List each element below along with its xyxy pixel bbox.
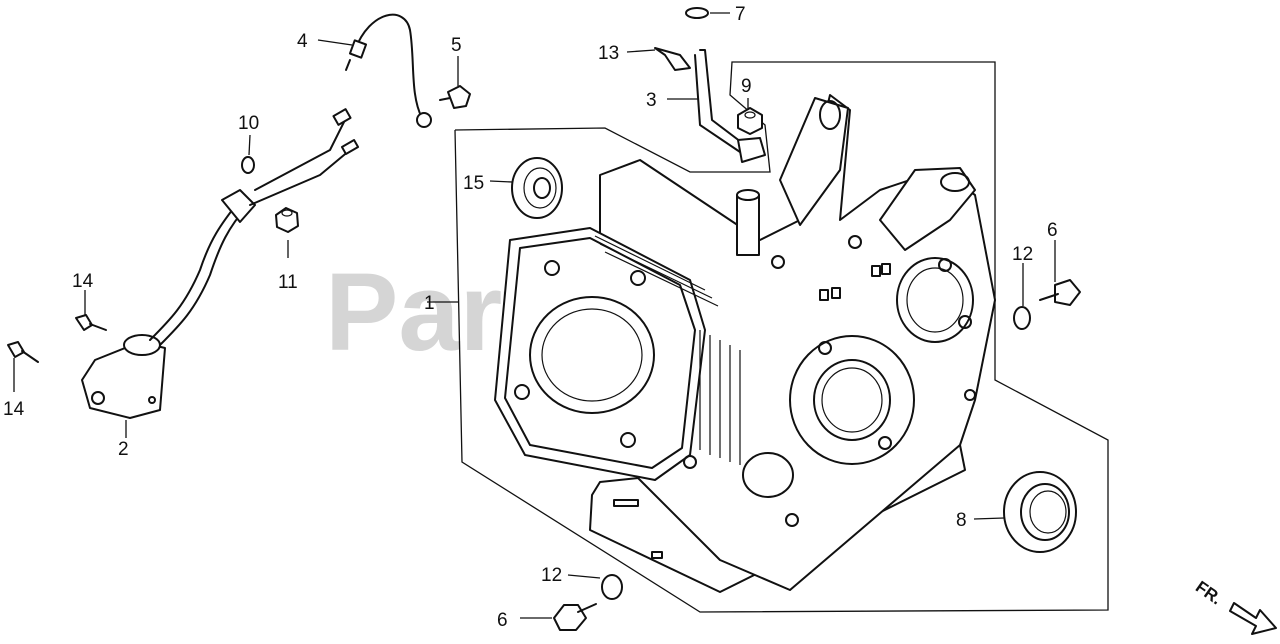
washer-7 [685,7,709,19]
bolt-6-right [1039,279,1081,306]
callout-5: 5 [451,35,462,56]
callout-14-upper: 14 [72,271,94,292]
washer-12-bottom [601,574,623,600]
bearing-15 [511,157,563,219]
oil-seal-8 [1003,471,1077,553]
callout-2: 2 [118,439,129,460]
front-direction-indicator: FR. [1192,577,1277,635]
callout-6-right: 6 [1047,220,1058,241]
assembly-bracket [454,61,1109,613]
leader-lines [13,12,1056,619]
callout-labels: 1 2 3 4 5 6 6 7 8 9 10 11 12 12 13 14 14… [3,4,1058,631]
bolt-6-bottom [553,603,597,631]
clip [654,47,691,71]
callout-12-right: 12 [1012,244,1033,265]
ground-wire [345,13,432,128]
bolt-14-lower [7,341,39,363]
cylinder-barrel [494,94,996,593]
callout-15: 15 [463,173,484,194]
callout-11: 11 [278,272,298,293]
bolt-14-upper [75,314,107,331]
ignition-coil [81,108,360,419]
nut-11 [275,207,299,233]
callout-7: 7 [735,4,746,25]
guide-tube [694,49,766,163]
callout-10: 10 [238,113,259,134]
callout-12-bottom: 12 [541,565,562,586]
callout-4: 4 [297,31,308,52]
washer-12-right [1013,306,1031,330]
front-arrow-icon [1229,602,1277,635]
callout-8: 8 [956,510,967,531]
callout-1: 1 [424,293,435,314]
callout-14-lower: 14 [3,399,25,420]
bolt-5 [439,85,471,109]
front-label: FR. [1192,577,1225,608]
washer-10 [241,156,255,174]
callout-9: 9 [741,76,752,97]
callout-3: 3 [646,90,657,111]
nut-9 [737,107,763,135]
callout-13: 13 [598,43,619,64]
callout-6-bottom: 6 [497,610,508,631]
